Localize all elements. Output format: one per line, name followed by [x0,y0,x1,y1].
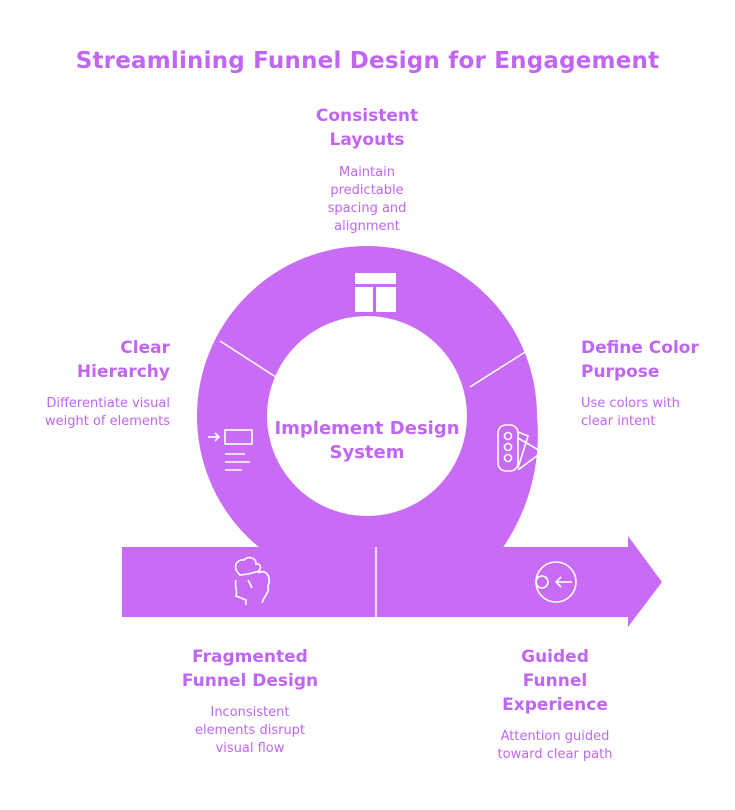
desc-line: Use colors with [581,396,680,411]
color-purpose-desc: Use colors with clear intent [581,395,731,431]
desc-line: Differentiate visual [46,396,170,411]
title-line: Experience [502,695,608,715]
center-label-line2: System [329,442,405,463]
center-label: Implement Design System [267,417,467,465]
desc-line: clear intent [581,414,656,429]
title-line: Clear [120,338,170,358]
hierarchy-list-icon [208,429,253,471]
title-line: Layouts [329,130,405,150]
title-line: Consistent [315,106,419,126]
target-arrow-icon [535,561,577,603]
desc-line: Maintain [339,165,395,180]
desc-line: Inconsistent [210,705,290,720]
puzzle-head-icon [234,556,271,605]
fragmented-funnel-title: Fragmented Funnel Design [160,645,340,693]
title-line: Define Color [581,338,699,358]
consistent-layouts-title: Consistent Layouts [297,104,437,152]
layout-grid-icon [355,273,396,312]
desc-line: alignment [334,219,400,234]
desc-line: predictable [330,183,404,198]
ring-to-arrow-bridge [376,416,538,617]
center-label-line1: Implement Design [274,418,460,439]
title-line: Hierarchy [76,362,170,382]
color-swatch-icon [497,424,544,472]
divider-top-left [219,340,283,382]
title-line: Guided [521,647,589,667]
title-line: Funnel Design [181,671,319,691]
divider-top-right [469,346,534,388]
fragmented-funnel-desc: Inconsistent elements disrupt visual flo… [170,704,330,758]
desc-line: weight of elements [44,414,170,429]
desc-line: visual flow [215,741,285,756]
clear-hierarchy-desc: Differentiate visual weight of elements [10,395,170,431]
guided-funnel-desc: Attention guided toward clear path [470,728,640,764]
desc-line: Attention guided [500,729,610,744]
consistent-layouts-desc: Maintain predictable spacing and alignme… [287,164,447,236]
clear-hierarchy-title: Clear Hierarchy [20,336,170,384]
title-line: Funnel [522,671,588,691]
desc-line: toward clear path [497,747,613,762]
title-line: Fragmented [192,647,308,667]
diagram-title: Streamlining Funnel Design for Engagemen… [75,48,660,74]
ring-shape [197,246,537,586]
desc-line: spacing and [327,201,407,216]
guided-funnel-title: Guided Funnel Experience [465,645,645,717]
title-line: Purpose [581,362,660,382]
desc-line: elements disrupt [194,723,306,738]
color-purpose-title: Define Color Purpose [581,336,731,384]
